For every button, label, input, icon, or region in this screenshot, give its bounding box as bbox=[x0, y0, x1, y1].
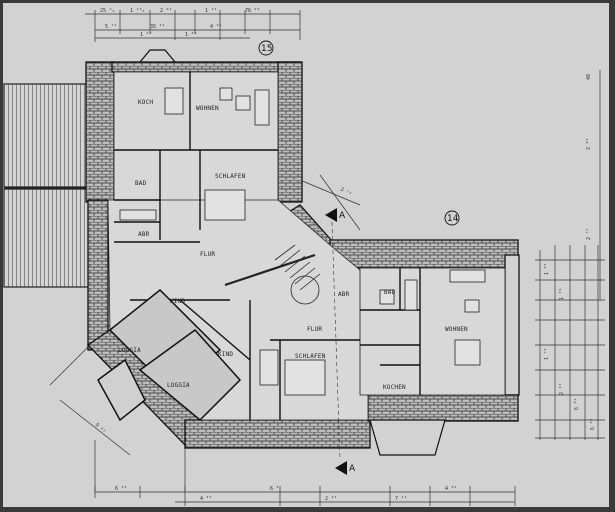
svg-text:6 ²⁵: 6 ²⁵ bbox=[115, 486, 127, 492]
svg-text:6 ⁸⁵: 6 ⁸⁵ bbox=[574, 398, 580, 410]
svg-text:1 ²²: 1 ²² bbox=[185, 32, 197, 38]
svg-text:14: 14 bbox=[447, 214, 459, 224]
svg-text:A: A bbox=[349, 464, 356, 474]
svg-text:25 ⁵₄: 25 ⁵₄ bbox=[100, 8, 115, 14]
roof-terrace-hatch bbox=[3, 83, 93, 288]
svg-text:1 ¹⁷: 1 ¹⁷ bbox=[140, 32, 152, 38]
room-label-koch: KOCH bbox=[138, 99, 153, 106]
room-label-schlafen-2: SCHLAFEN bbox=[295, 353, 326, 360]
room-label-abr-2: ABR bbox=[338, 291, 350, 298]
svg-text:1 ⁵¹: 1 ⁵¹ bbox=[205, 8, 217, 14]
room-label-kind-1: KIND bbox=[170, 298, 185, 305]
svg-text:6 ⁹: 6 ⁹ bbox=[270, 486, 279, 492]
interior-partitions bbox=[114, 72, 421, 420]
room-label-kind-2: KIND bbox=[218, 351, 233, 358]
loggia-blocks bbox=[97, 288, 242, 422]
bay-windows bbox=[138, 49, 446, 456]
svg-text:1 ⁰⁹: 1 ⁰⁹ bbox=[559, 288, 565, 300]
room-label-flur-2: FLUR bbox=[307, 326, 322, 333]
svg-text:5 ⁷⁴: 5 ⁷⁴ bbox=[105, 24, 117, 30]
right-dimension-chain bbox=[535, 70, 605, 440]
svg-text:2 ⁰¹: 2 ⁰¹ bbox=[160, 8, 172, 14]
room-label-kochen: KOCHEN bbox=[383, 384, 406, 391]
section-marker-bottom: A bbox=[335, 461, 356, 475]
svg-text:1 ⁹⁵: 1 ⁹⁵ bbox=[544, 263, 550, 275]
svg-text:1 ¹³₅: 1 ¹³₅ bbox=[130, 8, 145, 14]
room-label-wohnen-2: WOHNEN bbox=[445, 326, 468, 333]
svg-text:2 ⁷⁵: 2 ⁷⁵ bbox=[586, 228, 592, 240]
svg-text:2 ⁹⁵: 2 ⁹⁵ bbox=[586, 138, 592, 150]
room-label-bad-2: BAD bbox=[384, 289, 396, 296]
svg-text:2 ¹⁵: 2 ¹⁵ bbox=[559, 383, 565, 395]
room-label-wohnen-1: WOHNEN bbox=[196, 105, 219, 112]
svg-text:6 ⁸⁵: 6 ⁸⁵ bbox=[590, 418, 596, 430]
bottom-dimension-texts: 6 ²⁵ 4 ⁴⁵ 6 ⁹ 2 ⁴⁵ 7 ⁴¹ 4 ⁰⁵ bbox=[115, 486, 457, 502]
room-labels: KOCH WOHNEN BAD SCHLAFEN ABR FLUR KIND K… bbox=[118, 99, 468, 391]
room-label-bad-1: BAD bbox=[135, 180, 147, 187]
svg-text:7 ⁴¹: 7 ⁴¹ bbox=[395, 496, 407, 502]
room-label-abr-1: ABR bbox=[138, 231, 150, 238]
top-dimension-chain bbox=[85, 10, 301, 42]
unit-number-14: 14 bbox=[444, 210, 460, 226]
svg-text:4 ⁰⁵: 4 ⁰⁵ bbox=[445, 486, 457, 492]
room-label-schlafen-1: SCHLAFEN bbox=[215, 173, 246, 180]
room-label-loggia-1: LOGGIA bbox=[118, 347, 141, 354]
svg-text:15: 15 bbox=[261, 44, 272, 54]
room-label-flur-1: FLUR bbox=[200, 251, 215, 258]
stair bbox=[224, 244, 321, 305]
section-line bbox=[331, 221, 341, 461]
svg-text:48: 48 bbox=[586, 74, 592, 80]
section-marker-top: A bbox=[325, 208, 346, 222]
furniture bbox=[119, 87, 486, 396]
svg-text:35 ²²: 35 ²² bbox=[150, 24, 165, 30]
svg-text:2 ⁴⁵: 2 ⁴⁵ bbox=[325, 496, 337, 502]
svg-text:4 ⁶¹: 4 ⁶¹ bbox=[210, 24, 222, 30]
svg-text:4 ⁴⁵: 4 ⁴⁵ bbox=[200, 496, 212, 502]
unit-number-15: 15 bbox=[258, 40, 274, 56]
svg-text:A: A bbox=[339, 211, 346, 221]
bottom-dimension-chain bbox=[94, 440, 516, 506]
top-dimension-texts: 25 ⁵₄ 1 ¹³₅ 2 ⁰¹ 1 ⁵¹ 76 ²² 5 ⁷⁴ 35 ²² 4… bbox=[100, 8, 260, 38]
right-dimension-texts: 48 2 ⁹⁵ 2 ⁷⁵ 1 ⁹⁵ 1 ⁰⁹ 1 ⁷⁵ 2 ¹⁵ 6 ⁸⁵ 6 … bbox=[544, 74, 596, 430]
svg-text:1 ⁷⁵: 1 ⁷⁵ bbox=[544, 348, 550, 360]
room-label-loggia-2: LOGGIA bbox=[167, 382, 190, 389]
diag-dim-2: 3 ⁷⁵ bbox=[339, 187, 352, 198]
svg-text:76 ²²: 76 ²² bbox=[245, 8, 260, 14]
